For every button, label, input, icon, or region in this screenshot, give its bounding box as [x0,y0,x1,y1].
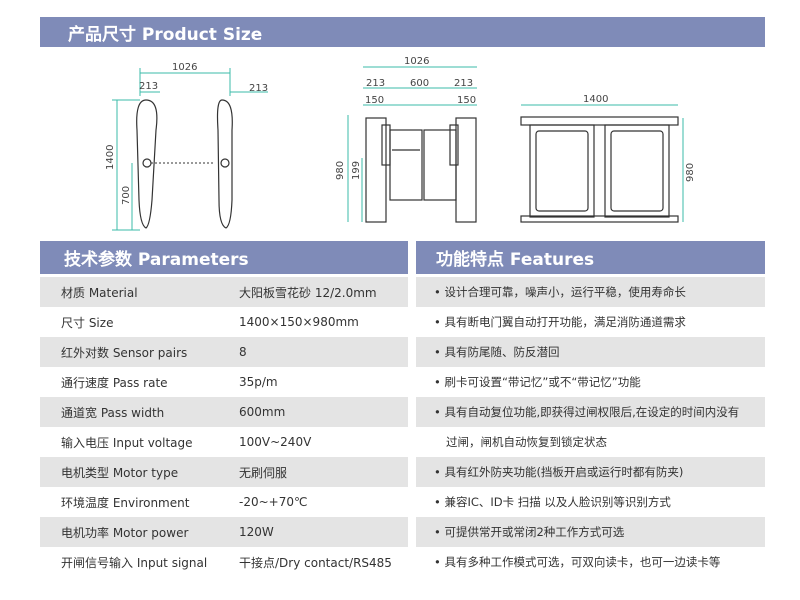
dim-left-low-height: 700 [121,186,132,205]
param-label: 尺寸 Size [61,315,114,330]
param-label: 红外对数 Sensor pairs [61,345,188,360]
dim-left-side-a: 213 [139,81,158,92]
dim-mid-inner-a: 150 [365,95,384,106]
feature-item: • 设计合理可靠，噪声小，运行平稳，使用寿命长 [416,277,765,307]
param-label: 通行速度 Pass rate [61,375,168,390]
page-title-text: 产品尺寸 Product Size [68,24,263,45]
param-value: 干接点/Dry contact/RS485 [239,555,392,570]
parameters-header: 技术参数 Parameters [40,241,408,274]
feature-item: • 刷卡可设置“带记忆”或不“带记忆”功能 [434,375,641,389]
features-title: 功能特点 Features [436,250,595,270]
dim-mid-low-height: 199 [351,161,362,180]
param-row-sensor-pairs: 红外对数 Sensor pairs 8 [40,337,408,367]
feature-item: • 可提供常开或常闭2种工作方式可选 [416,517,765,547]
param-value: 无刷伺服 [239,465,288,480]
feature-item: • 具有多种工作模式可选，可双向读卡，也可一边读卡等 [434,555,721,569]
param-label: 开闸信号输入 Input signal [61,555,208,570]
dim-mid-width: 1026 [404,56,429,67]
param-value: 8 [239,345,247,359]
param-label: 通道宽 Pass width [61,405,165,420]
drawing-top-view: 1026 213 213 1400 700 [105,62,268,231]
param-value: 120W [239,525,274,539]
feature-item: • 具有自动复位功能,即获得过闸权限后,在设定的时间内没有 [416,397,765,427]
dim-right-width: 1400 [583,94,608,105]
feature-item: • 兼容IC、ID卡 扫描 以及人脸识别等识别方式 [434,495,671,509]
drawing-front-view: 1026 213 600 213 150 150 980 199 [335,56,477,223]
param-value: 100V~240V [239,435,312,449]
param-value: 600mm [239,405,286,419]
parameters-table: 材质 Material 大阳板雪花砂 12/2.0mm 尺寸 Size 1400×1… [40,277,408,577]
param-label: 电机功率 Motor power [61,525,189,540]
param-value: 35p/m [239,375,278,389]
dim-mid-inner-b: 150 [457,95,476,106]
param-row-input-signal: 开闸信号输入 Input signal 干接点/Dry contact/RS485 [40,547,408,577]
param-value: -20~+70℃ [239,495,308,509]
param-label: 材质 Material [61,285,138,300]
page-title: 产品尺寸 Product Size [40,17,765,47]
param-row-material: 材质 Material 大阳板雪花砂 12/2.0mm [40,277,408,307]
param-row-environment: 环境温度 Environment -20~+70℃ [40,487,408,517]
parameters-title: 技术参数 Parameters [64,250,249,270]
feature-item: • 具有断电门翼自动打开功能，满足消防通道需求 [434,315,686,329]
dim-mid-seg-a: 213 [366,78,385,89]
drawing-side-view: 1400 980 [520,94,696,223]
param-row-input-voltage: 输入电压 Input voltage 100V~240V [40,427,408,457]
param-row-pass-width: 通道宽 Pass width 600mm [40,397,408,427]
dim-right-height: 980 [685,163,696,182]
param-label: 输入电压 Input voltage [61,435,193,450]
param-row-motor-power: 电机功率 Motor power 120W [40,517,408,547]
dim-mid-seg-c: 213 [454,78,473,89]
param-label: 电机类型 Motor type [61,465,179,480]
dim-left-width: 1026 [172,62,197,73]
dim-mid-seg-b: 600 [410,78,429,89]
param-row-size: 尺寸 Size 1400×150×980mm [40,307,408,337]
dim-left-height: 1400 [105,145,116,170]
param-label: 环境温度 Environment [61,495,190,510]
feature-item-continuation: 过闸，闸机自动恢复到锁定状态 [446,435,607,449]
feature-item: • 具有红外防夹功能(挡板开启或运行时都有防夹) [416,457,765,487]
feature-item: • 具有防尾随、防反潜回 [416,337,765,367]
dim-left-side-b: 213 [249,83,268,94]
dim-mid-height: 980 [335,161,346,180]
param-row-pass-rate: 通行速度 Pass rate 35p/m [40,367,408,397]
features-header: 功能特点 Features [416,241,765,274]
features-list: • 设计合理可靠，噪声小，运行平稳，使用寿命长 • 具有断电门翼自动打开功能，满… [416,277,765,577]
param-value: 1400×150×980mm [239,315,359,329]
param-row-motor-type: 电机类型 Motor type 无刷伺服 [40,457,408,487]
param-value: 大阳板雪花砂 12/2.0mm [239,285,377,300]
product-drawings: 1026 213 213 1400 700 1026 213 600 213 1… [105,56,696,231]
